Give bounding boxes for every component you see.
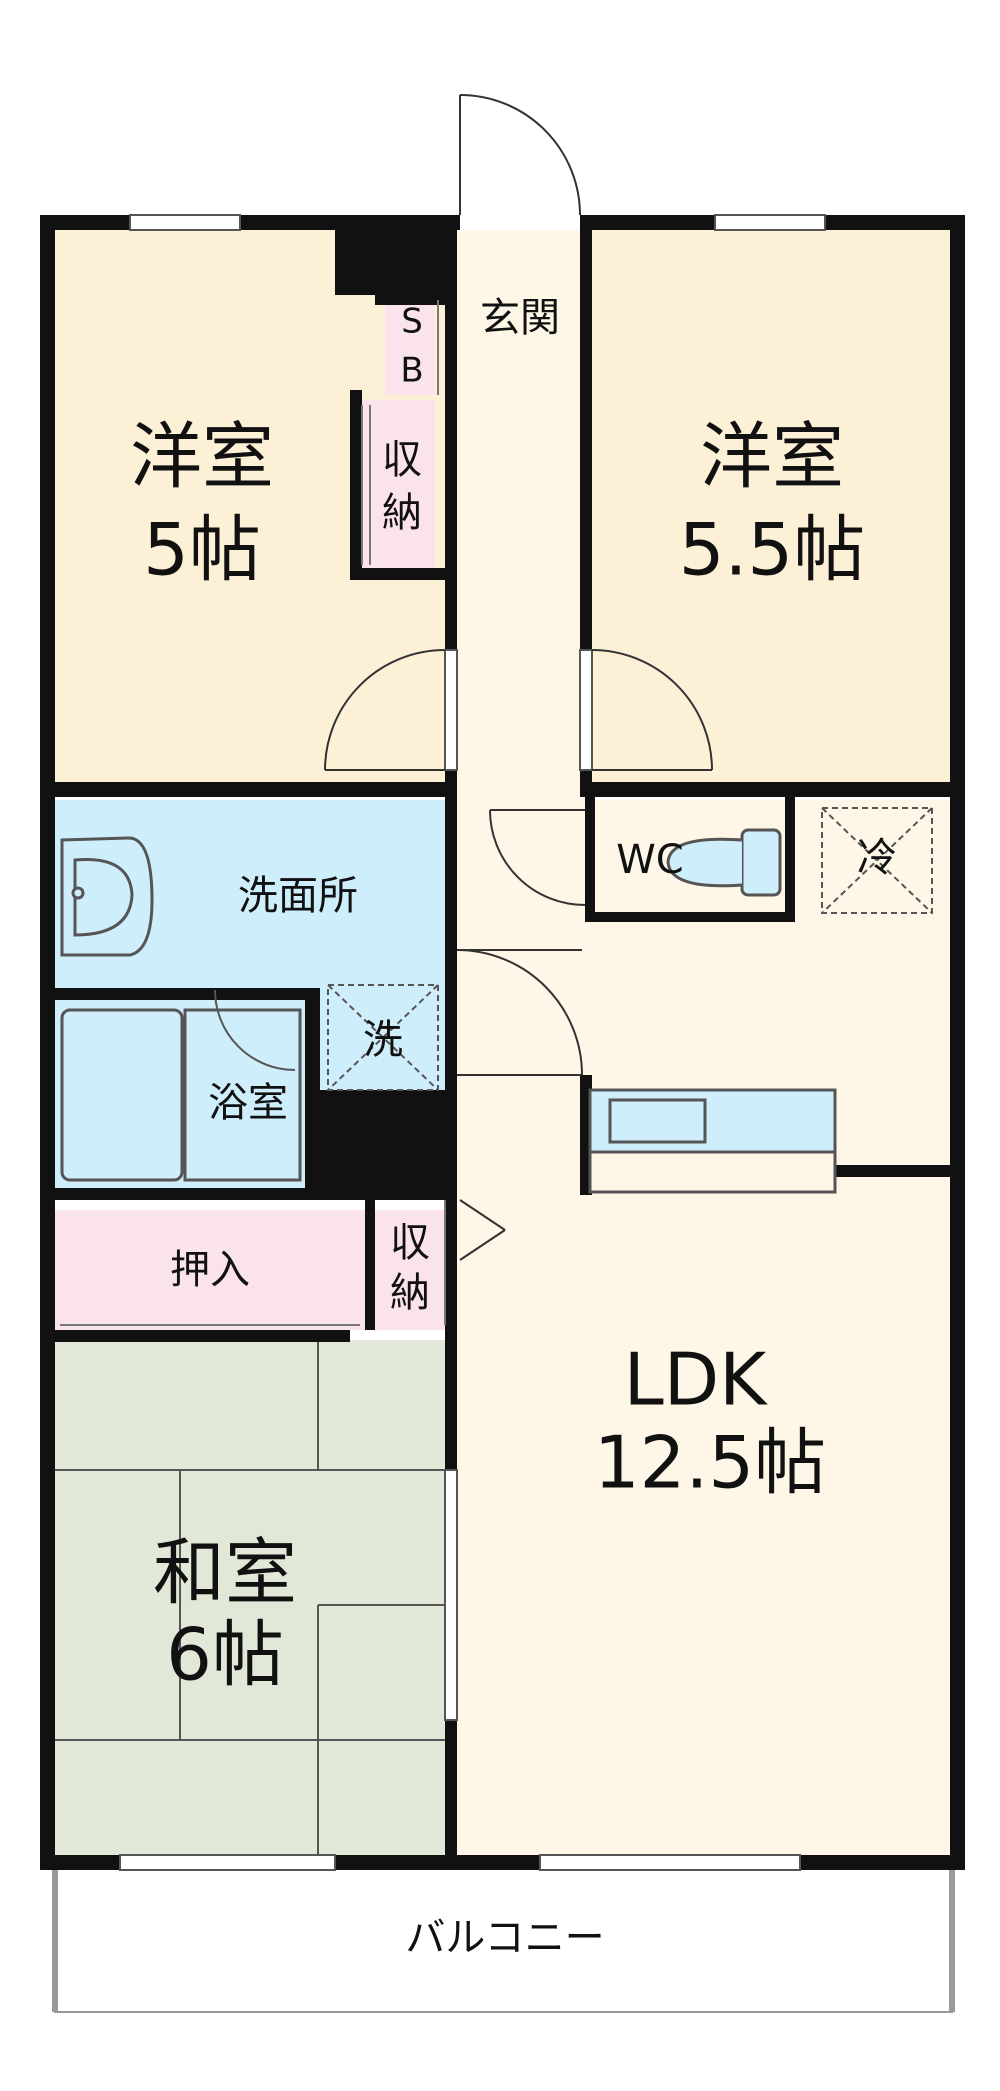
door-arc-icon	[459, 94, 581, 216]
shoe-box	[385, 295, 435, 395]
closet-1	[355, 400, 435, 570]
toilet-icon	[666, 828, 782, 897]
room-western-55	[590, 230, 950, 790]
appliance-space-icon	[821, 807, 933, 914]
closet-2-label-bottom: 納	[390, 1270, 430, 1316]
room-size-ldk: 12.5帖	[594, 1421, 826, 1505]
appliance-space-icon	[327, 984, 439, 1091]
room-size-western-5: 5帖	[143, 508, 261, 592]
oshiire-label: 押入	[170, 1247, 250, 1293]
laundry-label: 洗	[363, 1017, 403, 1063]
closet-rod	[60, 300, 446, 1326]
door-arc-icon	[214, 649, 713, 1261]
shoe-box-label-b: B	[400, 351, 423, 391]
closet-1-label-top: 収	[382, 437, 422, 483]
kitchen-counter-icon	[588, 1088, 837, 1194]
fridge-label: 冷	[857, 835, 897, 881]
laundry-space	[320, 990, 450, 1100]
room-name-japanese: 和室	[153, 1531, 297, 1615]
entrance-label: 玄関	[480, 295, 560, 341]
room-name-ldk: LDK	[624, 1338, 769, 1422]
washroom-label: 洗面所	[238, 873, 358, 919]
room-name-western-55: 洋室	[700, 415, 844, 499]
room-size-japanese: 6帖	[166, 1613, 284, 1697]
closet-2	[375, 1210, 445, 1330]
washbasin-icon	[60, 836, 154, 957]
tatami-grid	[55, 1340, 445, 1865]
closet-2-label-top: 収	[390, 1220, 430, 1266]
room-japanese	[55, 1340, 445, 1865]
room-size-western-55: 5.5帖	[679, 508, 866, 592]
room-name-western-5: 洋室	[130, 415, 274, 499]
shoe-box-label-s: S	[401, 302, 423, 342]
closet-1-label-bottom: 納	[382, 490, 422, 536]
windows	[119, 214, 826, 1871]
balcony-label: バルコニー	[405, 1915, 604, 1961]
oshiire	[55, 1210, 365, 1330]
walls	[40, 215, 965, 1870]
bathtub-icon	[60, 1008, 302, 1182]
bath-label: 浴室	[208, 1080, 288, 1126]
wc-label: WC	[616, 837, 683, 883]
balcony-area	[54, 1867, 953, 2013]
entrance-area	[450, 230, 590, 395]
